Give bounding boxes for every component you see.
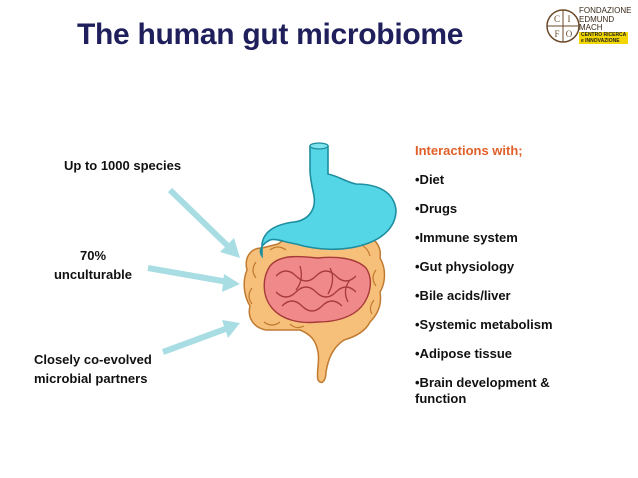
slide-title: The human gut microbiome	[77, 18, 464, 51]
logo-subtitle: CENTRO RICERCA e INNOVAZIONE	[579, 32, 629, 44]
logo-line: MACH	[579, 23, 603, 33]
interaction-item: •Drugs	[415, 201, 458, 216]
label-partners: Closely co-evolved microbial partners	[34, 350, 152, 388]
logo-line: FONDAZIONE	[579, 6, 632, 15]
label-unculturable: 70% unculturable	[48, 246, 138, 284]
label-partners-line2: microbial partners	[34, 371, 148, 386]
logo-sub-line: CENTRO RICERCA	[581, 32, 627, 38]
interaction-item: •Immune system	[415, 230, 518, 245]
logo-letter-i: I	[568, 14, 571, 24]
logo-letter-f: F	[554, 29, 559, 39]
interaction-item: function	[415, 391, 467, 406]
arrow-partners	[161, 320, 240, 355]
interactions-list: •Diet •Drugs •Immune system •Gut physiol…	[415, 172, 615, 420]
logo-letter-o: O	[566, 29, 573, 39]
small-intestine	[263, 255, 372, 324]
interaction-item: •Systemic metabolism	[415, 317, 553, 332]
fem-logo: C I F O	[546, 9, 580, 43]
logo-line: EDMUND	[579, 14, 615, 24]
arrow-species	[167, 187, 240, 258]
interaction-item: •Gut physiology	[415, 259, 515, 274]
interaction-item: •Diet	[415, 172, 445, 187]
arrow-unculturable	[147, 265, 240, 292]
label-species: Up to 1000 species	[64, 158, 182, 173]
interaction-item: •Brain development &	[415, 375, 550, 390]
logo-wordmark: FONDAZIONE EDMUND MACH	[579, 6, 632, 33]
stomach	[259, 142, 397, 259]
label-unculturable-text: unculturable	[53, 267, 132, 282]
label-partners-line1: Closely co-evolved	[34, 352, 152, 367]
logo-letter-c: C	[554, 14, 560, 24]
interaction-item: •Adipose tissue	[415, 346, 513, 361]
logo-sub-line: e INNOVAZIONE	[581, 38, 620, 44]
interactions-heading: Interactions with;	[415, 143, 523, 158]
label-unculturable-percent: 70%	[79, 248, 107, 263]
interaction-item: •Bile acids/liver	[415, 288, 511, 303]
